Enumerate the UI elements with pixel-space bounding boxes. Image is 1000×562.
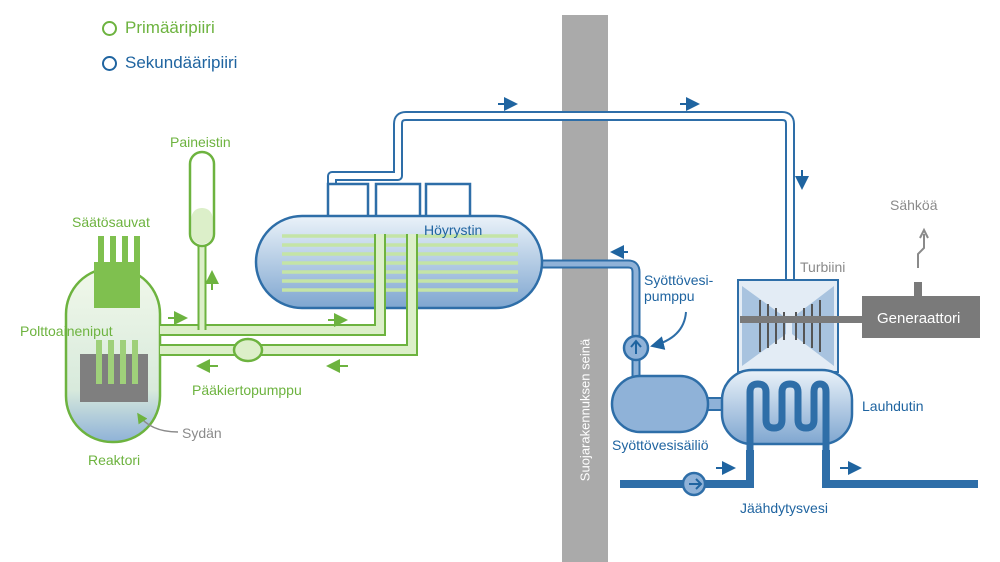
condenser-label: Lauhdutin (862, 398, 924, 414)
condenser-coil (746, 380, 830, 450)
fuel-rods-label: Polttoaineniput (20, 323, 113, 339)
secondary-flow-arrows (498, 97, 862, 475)
legend-primary: Primääripiiri (102, 18, 215, 38)
feedwater-pump-label-line1: Syöttövesi- (644, 272, 714, 288)
legend-secondary-label: Sekundääripiiri (125, 53, 238, 72)
steam-generator-tubes (282, 234, 518, 292)
reactor-label: Reaktori (88, 452, 141, 468)
feedwater-pump-label-line2: pumppu (644, 288, 695, 305)
steam-generator-label: Höyrystin (424, 222, 483, 238)
legend-secondary: Sekundääripiiri (102, 53, 237, 73)
containment-wall (562, 15, 608, 562)
lightning-icon (917, 234, 925, 268)
control-rods-label: Säätösauvat (72, 214, 150, 230)
reactor-core (80, 340, 148, 402)
primary-circle-icon (102, 20, 117, 36)
primary-flow-arrows (168, 270, 348, 373)
secondary-circle-icon (102, 55, 117, 71)
generator (862, 296, 980, 338)
pressurizer-label: Paineistin (170, 134, 231, 150)
cooling-water-label: Jäähdytysvesi (740, 500, 828, 516)
cooling-water-line (620, 450, 978, 488)
feedwater-pump-label: Syöttövesi- pumppu (644, 272, 713, 304)
turbine-shaft (740, 316, 866, 323)
feedwater-tank-label: Syöttövesisäiliö (612, 437, 709, 453)
containment-wall-label: Suojarakennuksen seinä (577, 338, 593, 482)
main-pump-label: Pääkiertopumppu (192, 382, 302, 398)
electricity-label: Sähköä (890, 197, 938, 213)
turbine-label: Turbiini (800, 259, 846, 275)
main-coolant-pump (232, 337, 264, 363)
feedwater-tank (610, 374, 710, 434)
steam-manifold (326, 182, 472, 222)
control-rods (94, 236, 140, 308)
generator-label: Generaattori (877, 310, 961, 327)
core-label: Sydän (182, 425, 222, 441)
legend-primary-label: Primääripiiri (125, 18, 215, 37)
